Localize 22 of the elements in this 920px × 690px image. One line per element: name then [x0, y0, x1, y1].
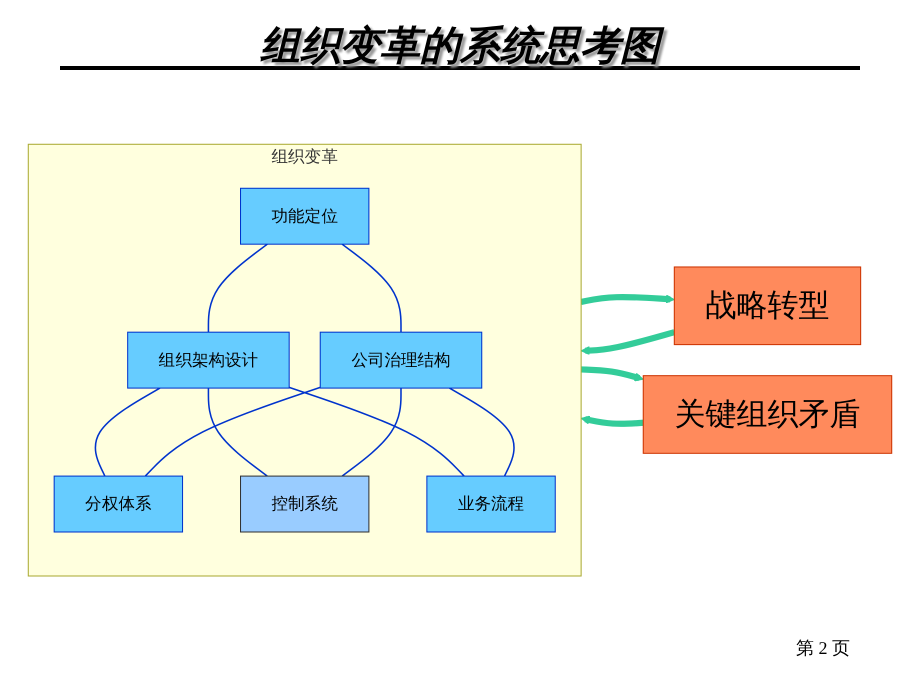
node-box: 功能定位 [240, 188, 370, 245]
node-box: 分权体系 [54, 475, 184, 532]
node-box: 关键组织矛盾 [642, 375, 892, 454]
node-box: 战略转型 [674, 266, 862, 345]
arrow [580, 329, 676, 355]
node-box: 控制系统 [240, 475, 370, 532]
page-number: 第 2 页 [796, 638, 850, 658]
node-box: 组织架构设计 [127, 332, 290, 388]
connector [342, 388, 402, 477]
node-box: 业务流程 [426, 475, 556, 532]
connector [288, 386, 465, 476]
connector [449, 387, 515, 476]
connector [94, 387, 160, 476]
arrow [580, 294, 675, 305]
connector [208, 243, 268, 332]
title: 组织变革的系统思考图 [0, 18, 920, 73]
node-box: 公司治理结构 [320, 332, 482, 388]
connector [144, 386, 320, 476]
connector [208, 388, 268, 477]
connector [342, 243, 402, 332]
arrow [581, 366, 644, 382]
arrow [580, 415, 644, 427]
